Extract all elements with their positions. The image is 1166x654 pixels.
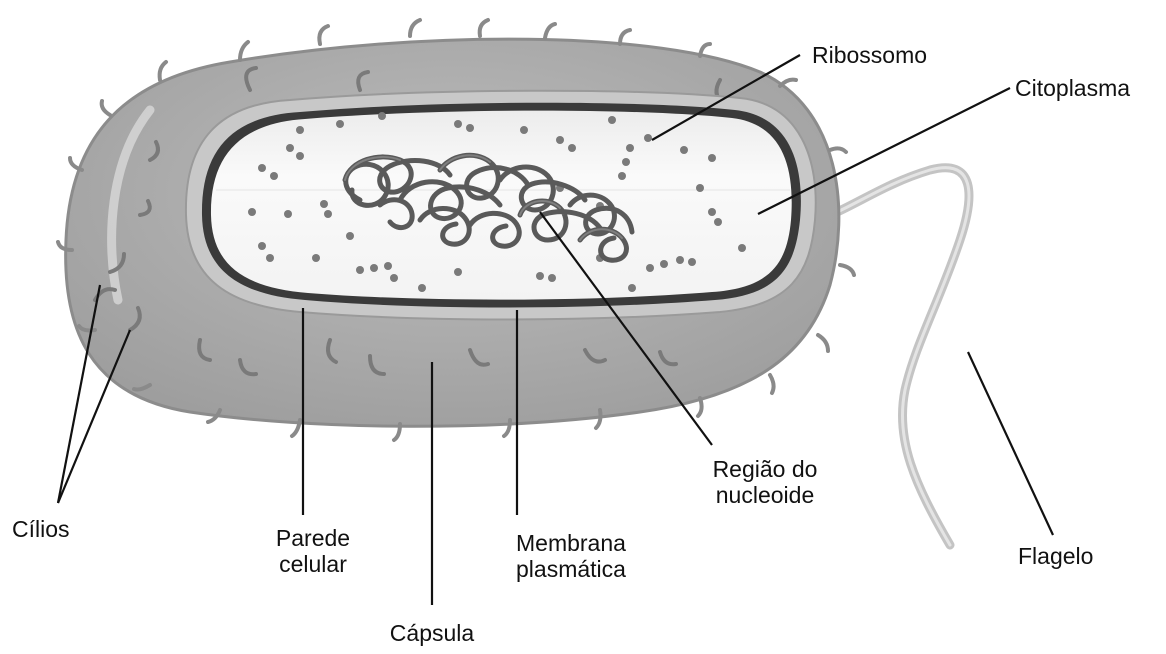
label-regiao-nucleoide: Região do nucleoide (690, 456, 840, 508)
label-membrana-line1: Membrana (516, 530, 626, 556)
label-ribossomo: Ribossomo (812, 42, 927, 68)
label-regiao-line1: Região do (690, 456, 840, 482)
label-flagelo: Flagelo (1018, 543, 1093, 569)
leader-flagelo (968, 352, 1053, 535)
label-parede-celular: Parede celular (258, 525, 368, 577)
label-cilios: Cílios (12, 516, 70, 542)
label-membrana-line2: plasmática (516, 556, 626, 582)
label-membrana-plasmatica: Membrana plasmática (516, 530, 626, 582)
label-capsula: Cápsula (362, 620, 502, 646)
label-regiao-line2: nucleoide (690, 482, 840, 508)
label-citoplasma: Citoplasma (1015, 75, 1130, 101)
label-parede-line2: celular (258, 551, 368, 577)
label-parede-line1: Parede (258, 525, 368, 551)
